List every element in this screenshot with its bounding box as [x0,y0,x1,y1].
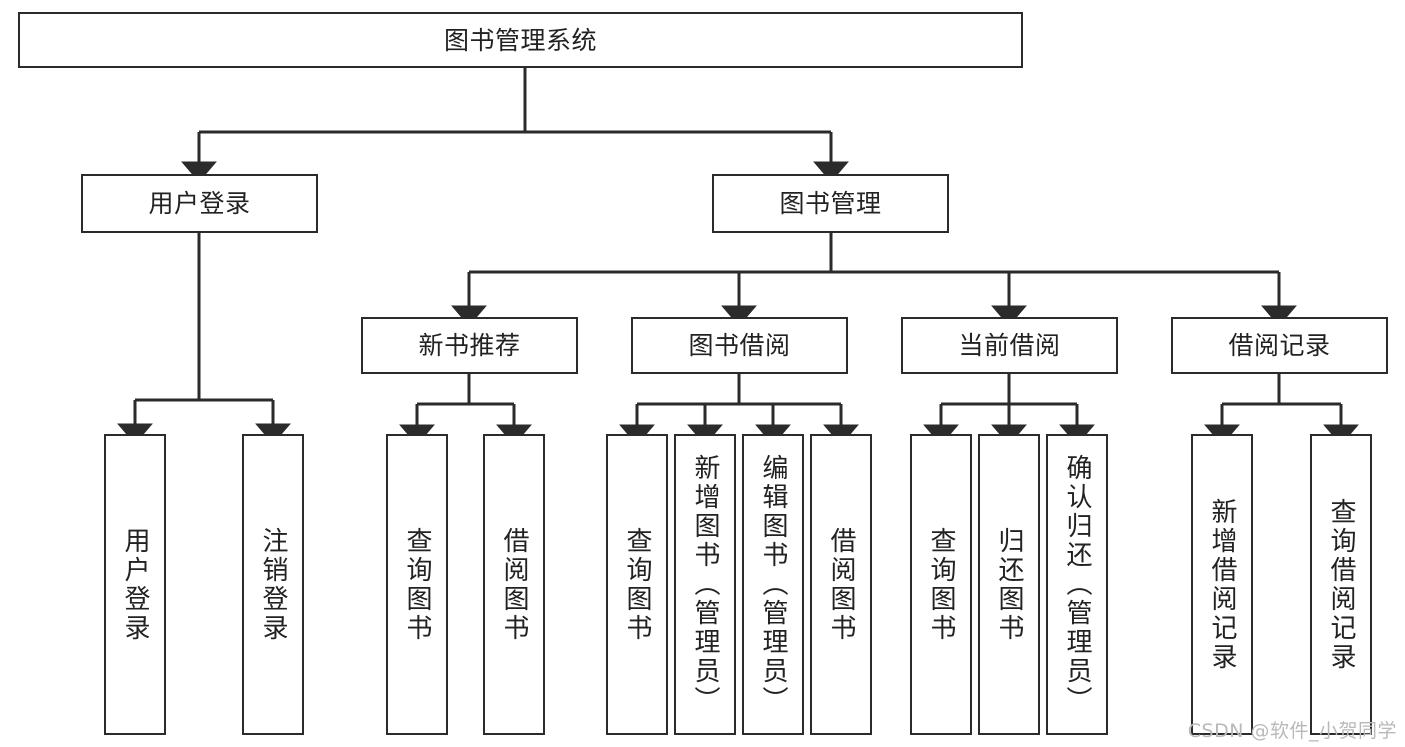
node-user-login[interactable]: 用户登录 [81,174,318,233]
node-leaf-user-login[interactable]: 用户登录 [104,434,166,735]
node-label: 归还图书 [994,526,1025,643]
csdn-watermark: CSDN @软件_小贺同学 [1187,720,1397,742]
node-label: 新书推荐 [418,331,521,360]
node-label: 用户登录 [120,526,151,643]
node-label: 查询图书 [622,526,653,643]
node-book-management[interactable]: 图书管理 [712,174,949,233]
node-label: 注销登录 [258,526,289,643]
node-borrow-record[interactable]: 借阅记录 [1171,317,1388,374]
node-leaf-query-book-current[interactable]: 查询图书 [910,434,972,735]
node-label: 新增图书（管理员） [690,454,721,715]
node-leaf-borrow-book-recommend[interactable]: 借阅图书 [483,434,545,735]
node-leaf-add-book-admin[interactable]: 新增图书（管理员） [674,434,736,735]
node-label: 确认归还（管理员） [1062,454,1093,715]
node-leaf-logout[interactable]: 注销登录 [242,434,304,735]
node-label: 编辑图书（管理员） [758,454,789,715]
node-leaf-query-book-borrow[interactable]: 查询图书 [606,434,668,735]
node-leaf-confirm-return-admin[interactable]: 确认归还（管理员） [1046,434,1108,735]
node-label: 用户登录 [148,189,251,218]
node-label: 借阅图书 [499,526,530,643]
node-leaf-query-book-recommend[interactable]: 查询图书 [386,434,448,735]
node-leaf-query-borrow-record[interactable]: 查询借阅记录 [1310,434,1372,735]
node-label: 借阅图书 [826,526,857,643]
node-label: 图书管理系统 [443,25,597,55]
node-label: 借阅记录 [1228,331,1331,360]
node-root-book-management-system[interactable]: 图书管理系统 [18,12,1023,68]
node-label: 新增借阅记录 [1207,497,1238,672]
node-leaf-borrow-book[interactable]: 借阅图书 [810,434,872,735]
node-new-book-recommend[interactable]: 新书推荐 [361,317,578,374]
node-label: 图书管理 [779,189,882,218]
node-label: 查询图书 [926,526,957,643]
node-leaf-edit-book-admin[interactable]: 编辑图书（管理员） [742,434,804,735]
node-label: 图书借阅 [688,331,791,360]
node-label: 查询图书 [402,526,433,643]
node-current-borrow[interactable]: 当前借阅 [901,317,1118,374]
node-leaf-return-book[interactable]: 归还图书 [978,434,1040,735]
node-book-borrow[interactable]: 图书借阅 [631,317,848,374]
node-label: 查询借阅记录 [1326,497,1357,672]
node-leaf-add-borrow-record[interactable]: 新增借阅记录 [1191,434,1253,735]
node-label: 当前借阅 [958,331,1061,360]
